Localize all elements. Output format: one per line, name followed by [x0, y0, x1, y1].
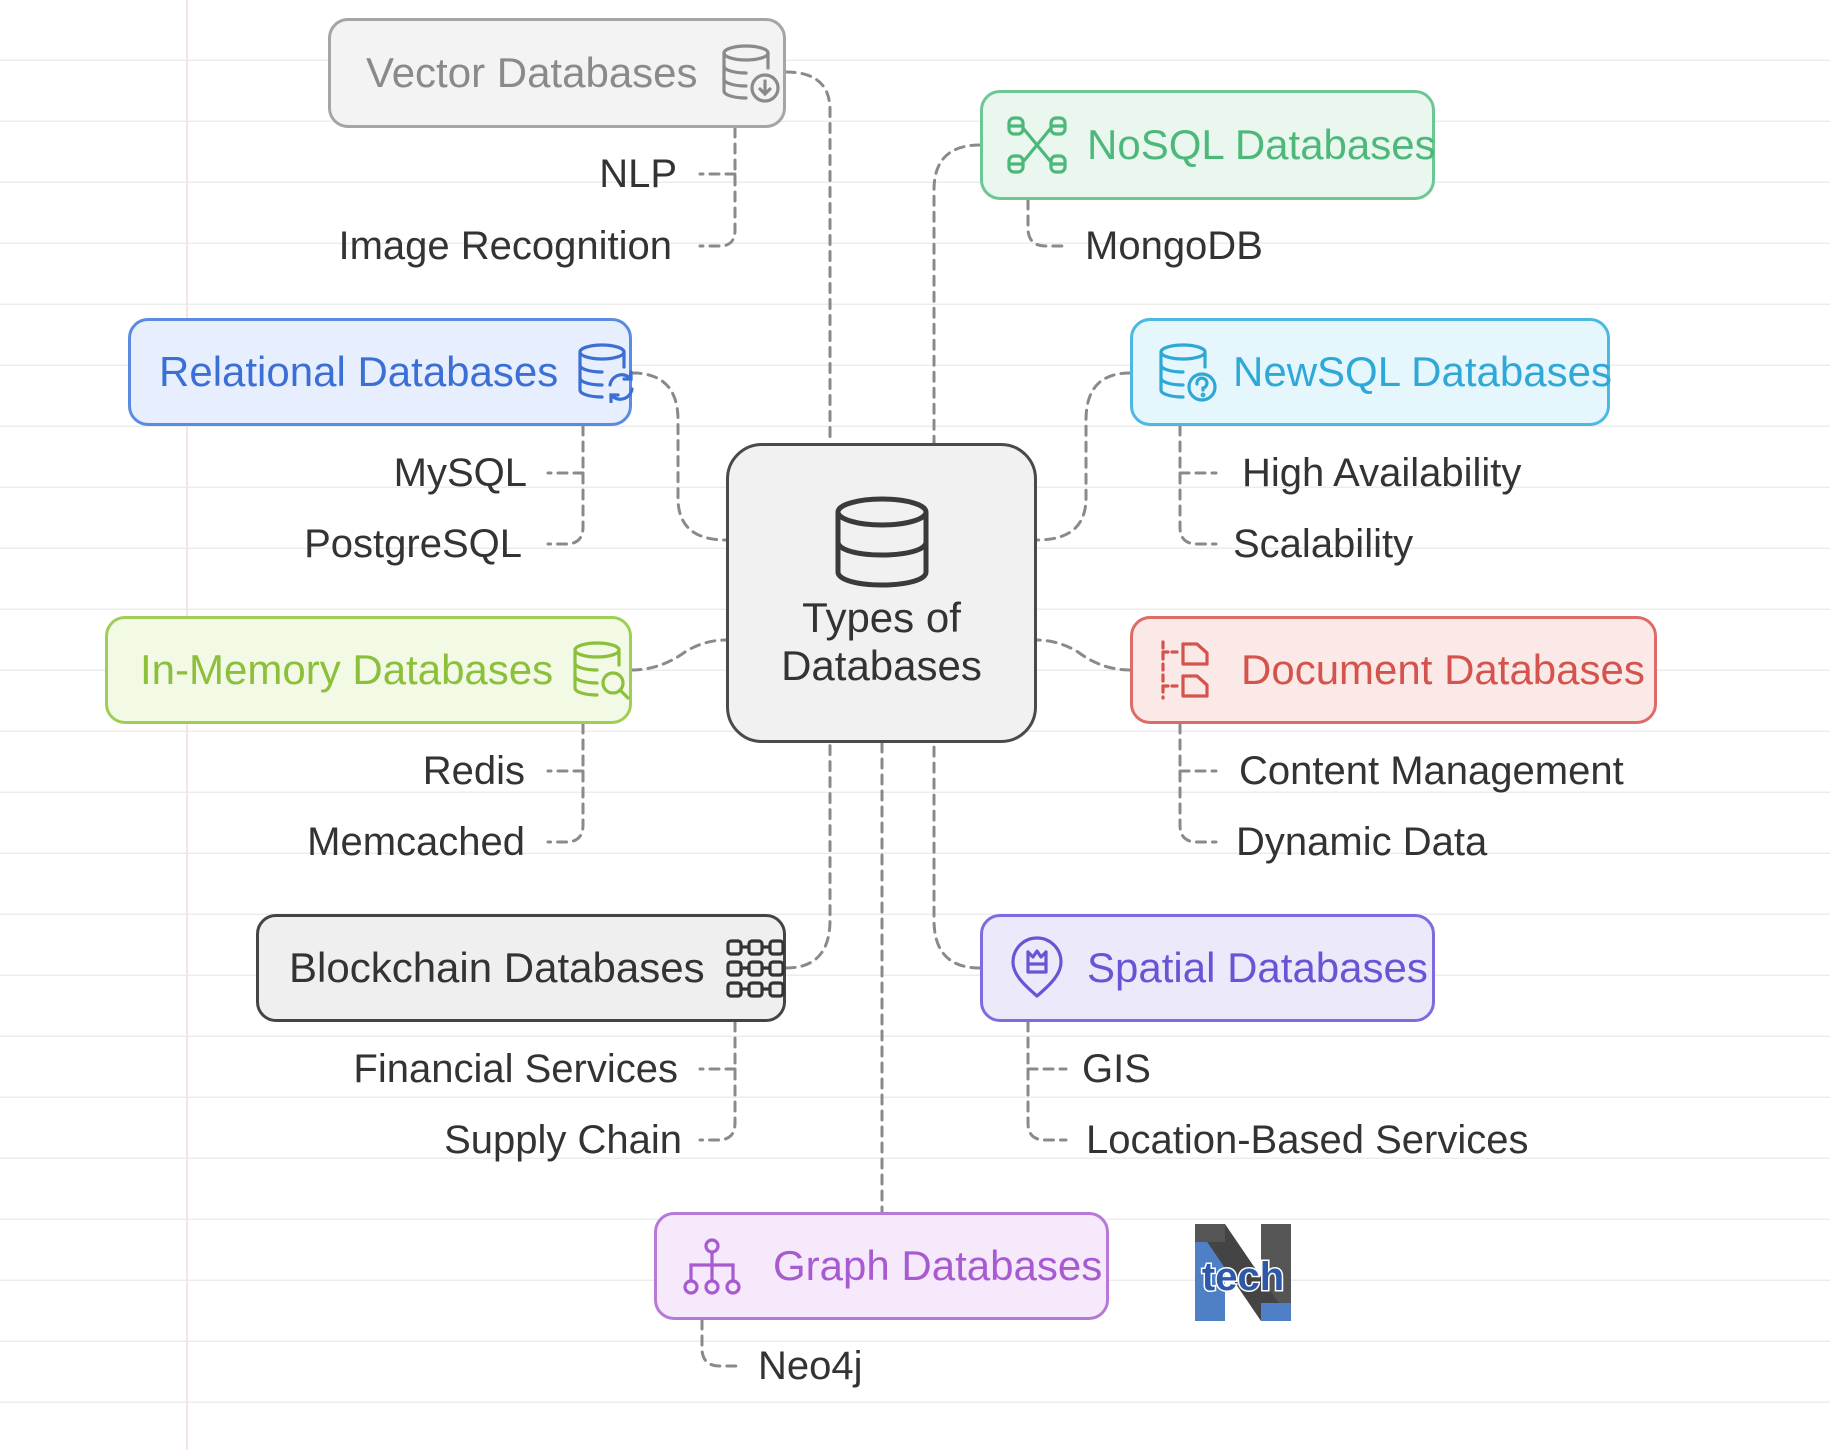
- document-item-content-management: Content Management: [1239, 749, 1624, 793]
- spatial-item-gis: GIS: [1082, 1047, 1151, 1091]
- relational-item-postgresql: PostgreSQL: [304, 522, 522, 566]
- spatial-databases-label: Spatial Databases: [1087, 944, 1428, 991]
- documents-icon: [1161, 640, 1209, 700]
- newsql-databases-node: NewSQL Databases: [1130, 318, 1612, 426]
- graph-databases-label: Graph Databases: [773, 1242, 1103, 1289]
- newsql-item-scalability: Scalability: [1233, 522, 1414, 566]
- document-databases-label: Document Databases: [1241, 646, 1645, 693]
- map-pin-icon: [1011, 936, 1063, 998]
- relational-databases-label: Relational Databases: [159, 348, 559, 395]
- sub-connector-newsql: [1178, 424, 1218, 546]
- vector-databases-node: Vector Databases: [328, 18, 786, 128]
- page-margin-line: [186, 0, 188, 1450]
- document-databases-node: Document Databases: [1130, 616, 1657, 724]
- sub-connector-vector: [698, 126, 737, 248]
- network-nodes-icon: [1007, 116, 1067, 174]
- vector-databases-label: Vector Databases: [366, 49, 698, 96]
- vector-item-nlp: NLP: [599, 152, 677, 196]
- hierarchy-icon: [683, 1238, 741, 1295]
- blockchain-item-supply-chain: Supply Chain: [444, 1118, 682, 1162]
- logo-text: tech: [1202, 1255, 1284, 1299]
- sub-connector-relational: [546, 424, 585, 546]
- nosql-item-mongodb: MongoDB: [1085, 224, 1263, 268]
- sub-connector-document: [1178, 722, 1218, 844]
- database-search-icon: [573, 641, 630, 700]
- blockchain-databases-node: Blockchain Databases: [256, 914, 786, 1022]
- connector-nosql: [932, 143, 982, 445]
- connector-blockchain: [784, 741, 832, 970]
- graph-item-neo4j: Neo4j: [758, 1344, 863, 1388]
- connector-vector: [784, 70, 832, 445]
- center-node: Types of Databases: [726, 443, 1037, 743]
- connector-relational: [630, 371, 728, 542]
- vector-item-image-recognition: Image Recognition: [338, 224, 672, 268]
- connector-document: [1035, 638, 1132, 672]
- connector-inmemory: [630, 638, 728, 672]
- sub-connector-blockchain: [698, 1020, 737, 1142]
- ntech-logo-mark: tech: [1195, 1224, 1291, 1321]
- ntech-logo: tech: [1195, 1224, 1291, 1321]
- spatial-item-location-based-services: Location-Based Services: [1086, 1118, 1529, 1162]
- newsql-item-high-availability: High Availability: [1242, 451, 1522, 495]
- graph-databases-node: Graph Databases: [654, 1212, 1109, 1320]
- sub-connector-nosql: [1026, 198, 1068, 248]
- relational-databases-node: Relational Databases: [128, 318, 634, 426]
- database-icon: [835, 496, 928, 588]
- relational-item-mysql: MySQL: [393, 451, 527, 495]
- inmemory-item-memcached: Memcached: [307, 820, 525, 864]
- spatial-databases-node: Spatial Databases: [980, 914, 1435, 1022]
- blockchain-databases-label: Blockchain Databases: [289, 944, 705, 991]
- newsql-databases-label: NewSQL Databases: [1233, 348, 1612, 395]
- database-question-icon: [1159, 343, 1217, 402]
- blocks-grid-icon: [725, 939, 785, 998]
- nosql-databases-node: NoSQL Databases: [980, 90, 1436, 200]
- in-memory-databases-label: In-Memory Databases: [140, 646, 554, 693]
- connector-newsql: [1035, 371, 1132, 542]
- database-sync-icon: [578, 343, 634, 403]
- in-memory-databases-node: In-Memory Databases: [105, 616, 632, 724]
- connector-spatial: [932, 741, 982, 970]
- nosql-databases-label: NoSQL Databases: [1087, 121, 1436, 168]
- sub-connector-graph: [700, 1318, 742, 1368]
- sub-connector-spatial: [1026, 1020, 1068, 1142]
- document-item-dynamic-data: Dynamic Data: [1236, 820, 1488, 864]
- inmemory-item-redis: Redis: [422, 749, 525, 793]
- blockchain-item-financial-services: Financial Services: [353, 1047, 678, 1091]
- database-download-icon: [721, 44, 780, 103]
- center-title: Types of Databases: [781, 594, 982, 689]
- sub-connector-inmemory: [546, 722, 585, 844]
